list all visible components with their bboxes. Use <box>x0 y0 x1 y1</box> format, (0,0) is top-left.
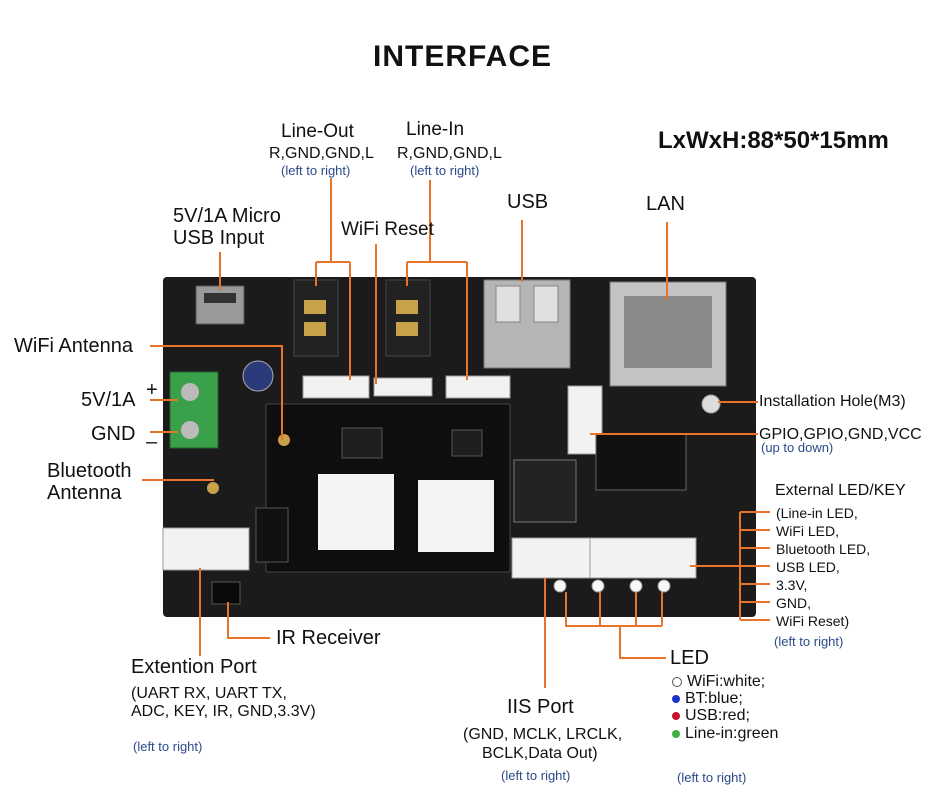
ext-item-5: GND, <box>776 595 811 611</box>
line-in-order: (left to right) <box>410 163 480 178</box>
wifi-reset-label: WiFi Reset <box>341 219 434 240</box>
ir-receiver-component <box>211 581 241 605</box>
install-hole-label: Installation Hole(M3) <box>759 393 906 410</box>
ext-item-6: WiFi Reset) <box>776 613 850 629</box>
module-label-2 <box>418 480 494 552</box>
extension-port-pins-1: (UART RX, UART TX, <box>131 685 287 702</box>
ext-item-1: WiFi LED, <box>776 523 839 539</box>
line-in-pins: R,GND,GND,L <box>397 145 502 162</box>
capacitor <box>242 360 274 392</box>
power-5v-label: 5V/1A <box>81 389 136 411</box>
led-item-0: WiFi:white; <box>672 673 765 690</box>
ext-item-4: 3.3V, <box>776 577 808 593</box>
red-led-dot <box>672 711 680 720</box>
module-label-1 <box>318 474 394 550</box>
dimensions-label: LxWxH:88*50*15mm <box>658 127 889 154</box>
usb-label: USB <box>507 191 549 213</box>
gpio-order: (up to down) <box>761 440 834 455</box>
led-item-2: USB:red; <box>672 707 750 724</box>
installation-hole <box>701 394 721 414</box>
ext-order: (left to right) <box>774 634 844 649</box>
lan-label: LAN <box>646 193 685 215</box>
iis-pins-2: BCLK,Data Out) <box>482 745 598 762</box>
power-usb-label-2: USB Input <box>173 227 265 249</box>
led-order: (left to right) <box>677 770 747 785</box>
iis-order: (left to right) <box>501 768 571 783</box>
external-led-key-label: External LED/KEY <box>775 482 906 499</box>
page-title: INTERFACE <box>373 40 553 73</box>
ext-item-2: Bluetooth LED, <box>776 541 871 557</box>
led-item-1: BT:blue; <box>672 690 743 707</box>
extension-port-pins-2: ADC, KEY, IR, GND,3.3V) <box>131 703 316 720</box>
iis-pins-1: (GND, MCLK, LRCLK, <box>463 726 623 743</box>
green-led-dot <box>672 729 680 738</box>
line-in-jack <box>385 279 431 357</box>
line-in-label: Line-In <box>406 119 465 140</box>
line-out-order: (left to right) <box>281 163 351 178</box>
ir-receiver-label: IR Receiver <box>276 627 381 649</box>
extension-port-label: Extention Port <box>131 656 257 678</box>
gnd-label: GND <box>91 423 136 445</box>
wifi-antenna-label: WiFi Antenna <box>14 335 133 357</box>
external-led-header <box>589 537 697 579</box>
extension-port-order: (left to right) <box>133 739 203 754</box>
line-out-pins: R,GND,GND,L <box>269 145 374 162</box>
line-out-header <box>302 375 370 399</box>
bt-antenna-label-2: Antenna <box>47 482 122 504</box>
led-label: LED <box>670 647 709 669</box>
gpio-label: GPIO,GPIO,GND,VCC <box>759 426 922 443</box>
led-item-3: Line-in:green <box>672 725 778 742</box>
ext-item-0: (Line-in LED, <box>776 505 858 521</box>
bt-antenna-label-1: Bluetooth <box>47 460 132 482</box>
iis-port-label: IIS Port <box>507 696 574 718</box>
ethernet-chip <box>513 459 577 523</box>
blue-led-dot <box>672 694 680 703</box>
iis-header <box>511 537 591 579</box>
line-in-header <box>445 375 511 399</box>
line-out-label: Line-Out <box>281 121 354 142</box>
power-usb-label-1: 5V/1A Micro <box>173 205 281 227</box>
extension-header <box>162 527 250 571</box>
ext-item-3: USB LED, <box>776 559 840 575</box>
white-led-dot <box>672 676 682 687</box>
minus-label: – <box>146 431 158 453</box>
plus-label: + <box>146 379 158 401</box>
wifi-reset-header <box>373 377 433 397</box>
